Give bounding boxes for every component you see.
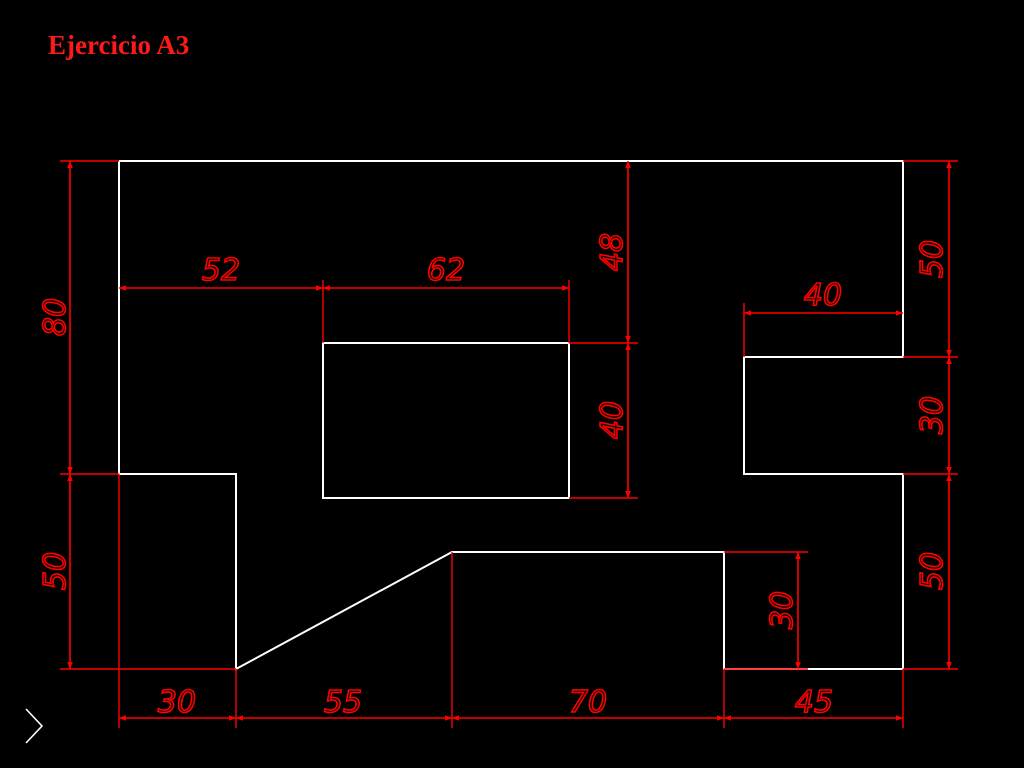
dim-label-vertical-48: 48 xyxy=(595,233,630,271)
dim-label-right-50-top: 50 xyxy=(915,240,950,278)
dimension-lines xyxy=(67,161,952,721)
dim-label-right-inner-40: 40 xyxy=(804,278,842,313)
dim-label-left-80: 80 xyxy=(38,298,73,336)
dim-label-left-50: 50 xyxy=(38,552,73,590)
dim-label-bottom-30: 30 xyxy=(158,685,196,720)
part-outline xyxy=(118,160,904,671)
dim-label-top-62: 62 xyxy=(427,253,465,288)
dim-label-bottom-70: 70 xyxy=(569,685,607,720)
dim-label-bottom-55: 55 xyxy=(324,685,362,720)
inner-rectangle xyxy=(322,342,570,499)
extension-lines xyxy=(60,160,958,728)
dim-label-right-30: 30 xyxy=(915,396,950,434)
dim-label-top-52: 52 xyxy=(202,253,240,288)
chevron-right-icon[interactable] xyxy=(22,706,46,746)
dim-label-right-50-bottom: 50 xyxy=(915,552,950,590)
outer-contour xyxy=(118,160,904,671)
dim-label-bottom-45: 45 xyxy=(795,685,833,720)
dim-label-vertical-40: 40 xyxy=(595,401,630,439)
slide-title: Ejercicio A3 xyxy=(48,30,190,60)
dimension-labels: 52 62 40 80 50 48 40 50 30 50 30 30 55 7… xyxy=(37,232,951,721)
dim-label-notch-30: 30 xyxy=(765,591,800,629)
